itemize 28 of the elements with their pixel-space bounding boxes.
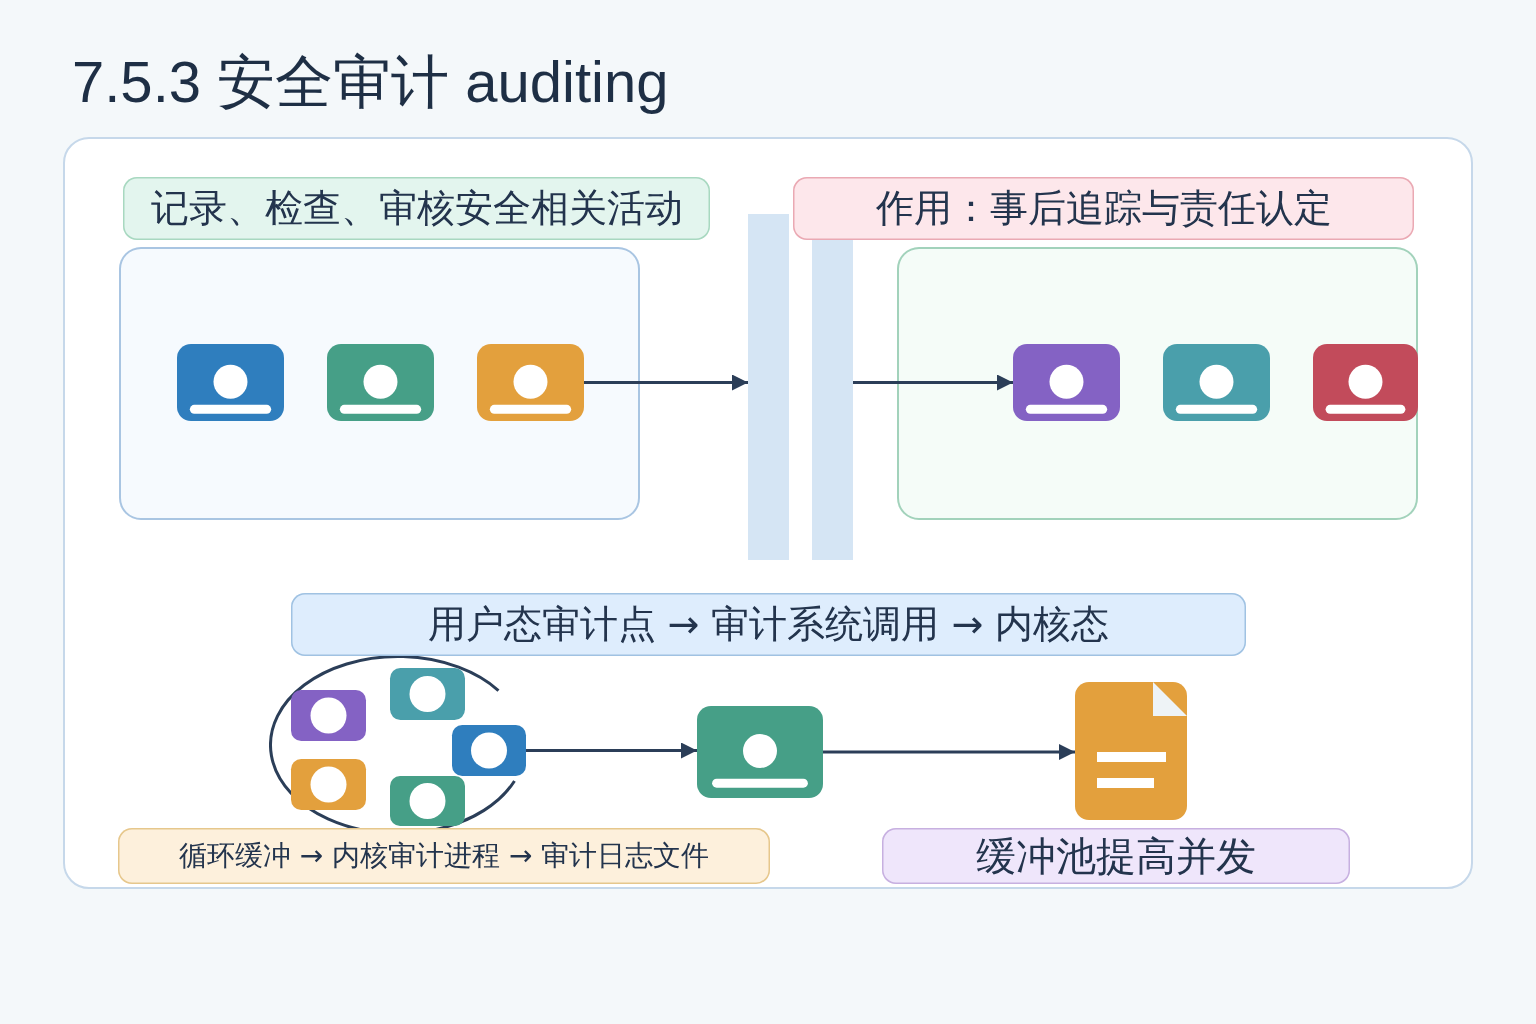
divider-bar bbox=[812, 240, 853, 560]
avatar-tile-icon bbox=[390, 776, 465, 826]
user-card-icon bbox=[477, 344, 584, 421]
arrow bbox=[823, 744, 1075, 760]
avatar-tile-icon bbox=[291, 690, 366, 741]
ellipse-outline bbox=[269, 655, 527, 828]
banner: 记录、检查、审核安全相关活动 bbox=[123, 177, 710, 240]
user-card-icon bbox=[697, 706, 823, 798]
user-card-icon bbox=[177, 344, 284, 421]
title: 7.5.3 安全审计 auditing bbox=[72, 48, 669, 116]
banner: 用户态审计点 → 审计系统调用 → 内核态 bbox=[291, 593, 1246, 656]
user-card-icon bbox=[1313, 344, 1418, 421]
document-icon bbox=[1075, 682, 1187, 820]
divider-bar bbox=[748, 214, 789, 560]
banner: 循环缓冲 → 内核审计进程 → 审计日志文件 bbox=[118, 828, 770, 884]
user-card-icon bbox=[1013, 344, 1120, 421]
user-card-icon bbox=[1163, 344, 1270, 421]
avatar-tile-icon bbox=[291, 759, 366, 810]
arrow bbox=[584, 374, 748, 391]
arrow bbox=[853, 374, 1013, 391]
panel bbox=[897, 247, 1418, 520]
user-card-icon bbox=[327, 344, 434, 421]
avatar-tile-icon bbox=[452, 725, 526, 776]
banner: 作用：事后追踪与责任认定 bbox=[793, 177, 1414, 240]
banner: 缓冲池提高并发 bbox=[882, 828, 1350, 884]
arrow bbox=[526, 742, 697, 759]
panel bbox=[119, 247, 640, 520]
avatar-tile-icon bbox=[390, 668, 465, 720]
